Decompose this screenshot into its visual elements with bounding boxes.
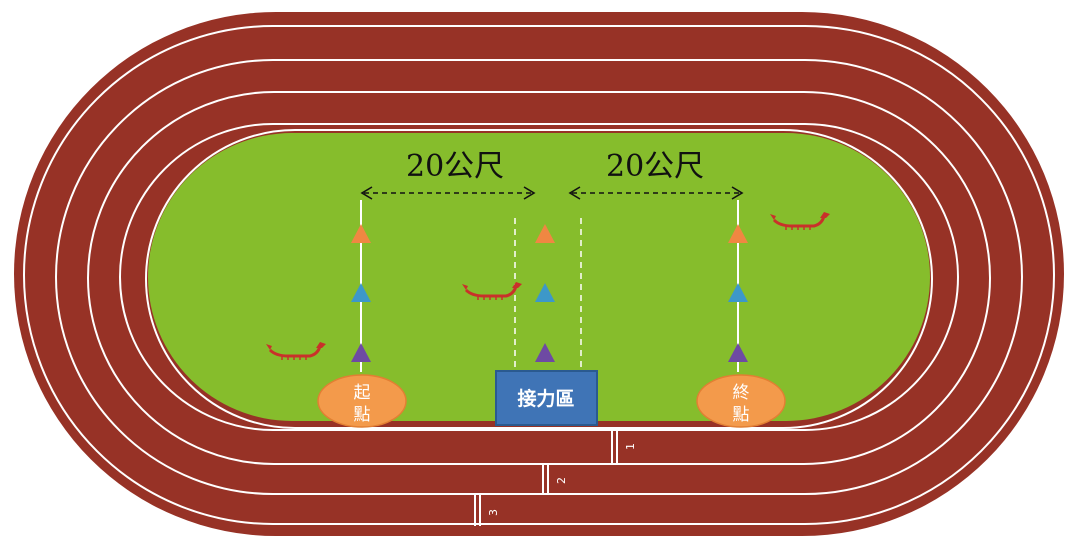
cone-purple-icon: [351, 343, 371, 362]
lane-lines: [23, 25, 1055, 525]
cone-orange-icon: [351, 224, 371, 243]
relay-zone-box: 接力區: [495, 370, 598, 426]
cone-purple-icon: [535, 343, 555, 362]
cone-orange-icon: [728, 224, 748, 243]
finish-marker-line1: 終: [733, 383, 750, 403]
start-marker-line2: 點: [354, 405, 371, 425]
cone-blue-icon: [351, 283, 371, 302]
lane-number-2: 2: [555, 477, 568, 484]
distance-label-right: 20公尺: [606, 149, 704, 184]
start-marker: 起 點: [317, 374, 407, 428]
distance-label-left: 20公尺: [406, 149, 504, 184]
cone-purple-icon: [728, 343, 748, 362]
relay-zone-label: 接力區: [517, 387, 574, 410]
cone-blue-icon: [535, 283, 555, 302]
finish-marker: 終 點: [696, 374, 786, 428]
dragon-boat-icon: [770, 212, 830, 230]
dragon-boat-icon: [462, 282, 522, 300]
lane-start-lines: [474, 430, 618, 526]
lane-number-3: 3: [487, 509, 500, 516]
infield-grass: [148, 133, 930, 421]
start-marker-line1: 起: [354, 383, 371, 403]
double-arrow-icon: [360, 186, 536, 200]
lane-number-1: 1: [624, 443, 637, 450]
finish-marker-line2: 點: [733, 405, 750, 425]
cone-blue-icon: [728, 283, 748, 302]
cone-orange-icon: [535, 224, 555, 243]
double-arrow-icon: [568, 186, 744, 200]
dragon-boat-icon: [266, 342, 326, 360]
